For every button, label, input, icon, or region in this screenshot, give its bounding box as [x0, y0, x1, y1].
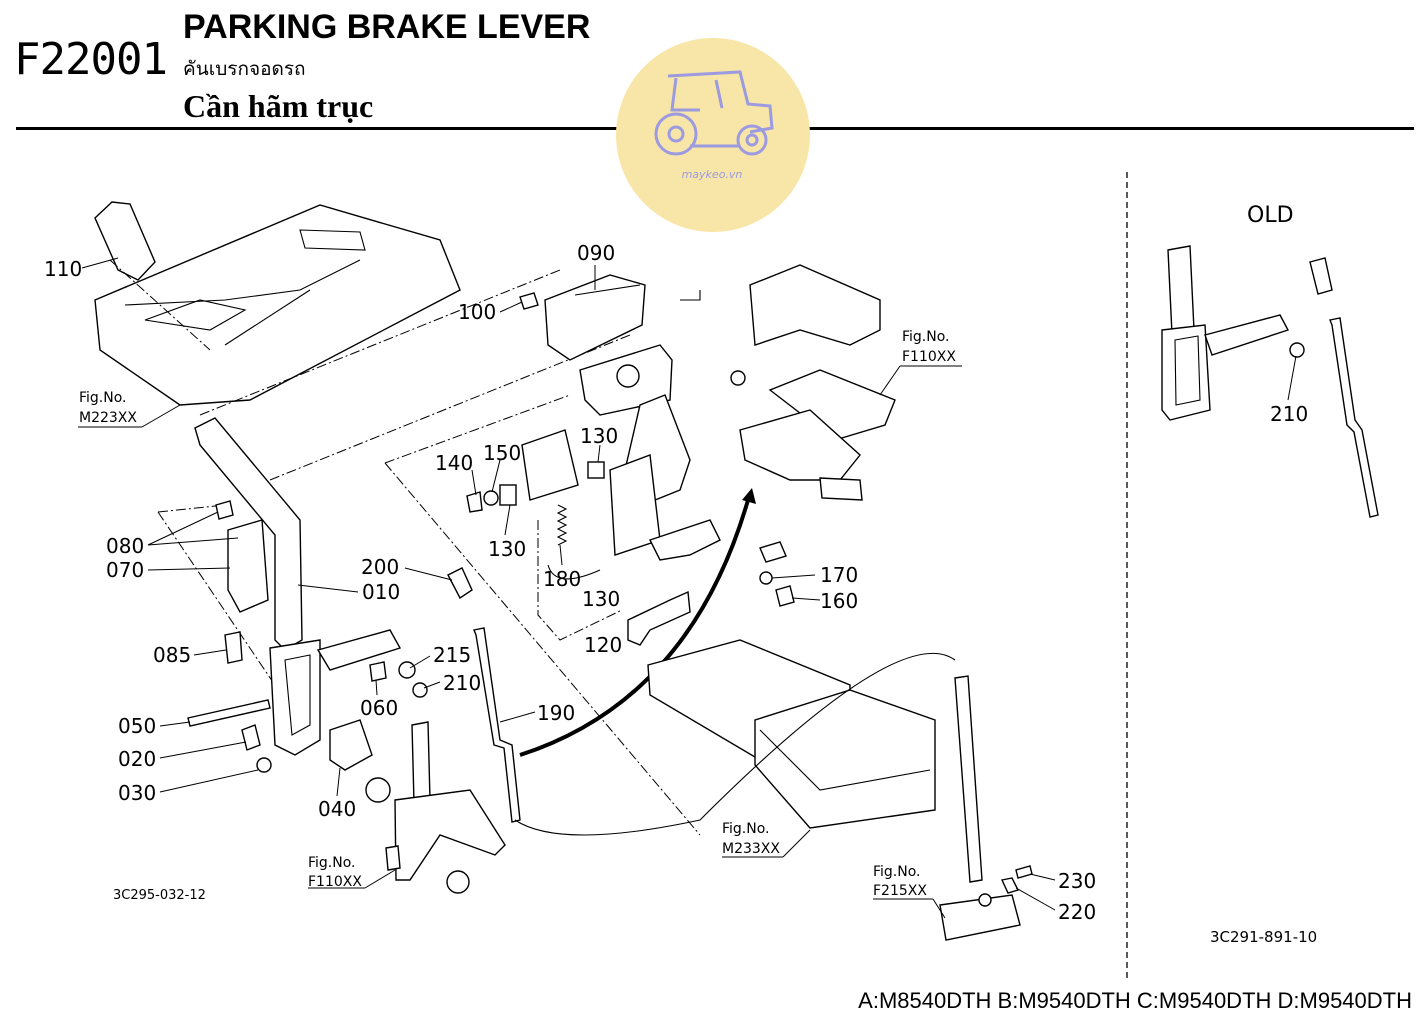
leader-lines	[78, 257, 1297, 919]
svg-text:F215XX: F215XX	[873, 883, 927, 899]
svg-text:F110XX: F110XX	[902, 349, 956, 365]
label-120: 120	[584, 633, 622, 657]
watermark-text: maykeo.vn	[682, 168, 743, 181]
label-220: 220	[1058, 900, 1096, 924]
label-100: 100	[458, 300, 496, 324]
svg-text:Fig.No.: Fig.No.	[902, 329, 950, 345]
label-150: 150	[483, 441, 521, 465]
model-applicability: A:M8540DTH B:M9540DTH C:M9540DTH D:M9540…	[858, 988, 1412, 1013]
svg-text:Fig.No.: Fig.No.	[79, 390, 127, 406]
svg-text:F110XX: F110XX	[308, 874, 362, 890]
label-130-b: 130	[488, 537, 526, 561]
label-090: 090	[577, 241, 615, 265]
label-080: 080	[106, 534, 144, 558]
old-label: OLD	[1247, 203, 1294, 228]
drawing-code-left: 3C295-032-12	[113, 888, 206, 903]
svg-text:M223XX: M223XX	[79, 410, 137, 426]
label-160: 160	[820, 589, 858, 613]
old-inset-drawing	[1161, 245, 1379, 518]
label-030: 030	[118, 781, 156, 805]
part-labels: 110 090 100 130 140 150 130 180 130 120 …	[44, 241, 1308, 924]
label-070: 070	[106, 558, 144, 582]
svg-text:M233XX: M233XX	[722, 841, 780, 857]
fig-ref-m223: Fig.No. M223XX	[79, 390, 137, 426]
label-200: 200	[361, 555, 399, 579]
tractor-icon	[654, 70, 774, 156]
label-130-a: 130	[580, 424, 618, 448]
label-140: 140	[435, 451, 473, 475]
label-040: 040	[318, 797, 356, 821]
svg-text:Fig.No.: Fig.No.	[308, 855, 356, 871]
label-010: 010	[362, 580, 400, 604]
svg-text:Fig.No.: Fig.No.	[722, 821, 770, 837]
label-110: 110	[44, 257, 82, 281]
label-130-c: 130	[582, 587, 620, 611]
label-020: 020	[118, 747, 156, 771]
label-210-old: 210	[1270, 402, 1308, 426]
page-title: PARKING BRAKE LEVER	[183, 8, 591, 46]
main-drawing	[94, 201, 1033, 941]
label-230: 230	[1058, 869, 1096, 893]
label-210: 210	[443, 671, 481, 695]
label-170: 170	[820, 563, 858, 587]
label-215: 215	[433, 643, 471, 667]
svg-text:Fig.No.: Fig.No.	[873, 864, 921, 880]
label-085: 085	[153, 643, 191, 667]
label-190: 190	[537, 701, 575, 725]
watermark-logo: maykeo.vn	[616, 38, 810, 232]
fig-ref-f110-top: Fig.No. F110XX	[902, 329, 956, 365]
figure-references: Fig.No. M223XX Fig.No. F110XX Fig.No. F1…	[79, 329, 956, 899]
label-180: 180	[543, 567, 581, 591]
drawing-code-right: 3C291-891-10	[1210, 928, 1317, 946]
page-title-vietnamese: Cần hãm trục	[183, 88, 374, 124]
part-110-cover	[94, 201, 461, 406]
fig-ref-m233: Fig.No. M233XX	[722, 821, 780, 857]
label-050: 050	[118, 714, 156, 738]
page-title-thai: คันเบรกจอดรถ	[183, 58, 306, 80]
figure-code: F22001	[14, 34, 168, 85]
fig-ref-f110-bottom: Fig.No. F110XX	[308, 855, 362, 890]
label-060: 060	[360, 696, 398, 720]
fig-ref-f215: Fig.No. F215XX	[873, 864, 927, 899]
